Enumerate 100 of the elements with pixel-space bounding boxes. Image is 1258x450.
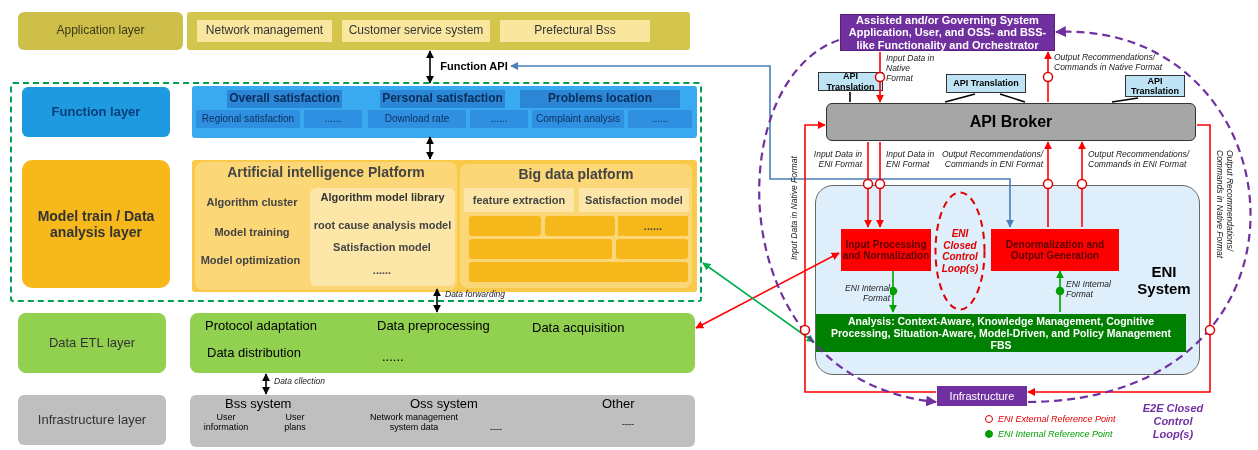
arrow <box>876 51 884 103</box>
arrow <box>426 50 434 84</box>
arrow <box>433 288 441 313</box>
loop-label: E2E Closed Control Loop(s) <box>1141 402 1205 442</box>
panel-title: Artificial intelligence Platform <box>226 165 426 181</box>
platform-panel <box>310 188 455 286</box>
item-text: root cause analysis model <box>312 216 453 234</box>
row-text: Data distribution <box>207 346 301 361</box>
broker-bar: API Broker <box>826 103 1196 141</box>
layer-label: Data ETL layer <box>18 313 166 373</box>
item-text: Satisfaction model <box>322 238 442 256</box>
edge-label: Output Recommendations/ Commands in Native Format <box>1214 150 1234 261</box>
item-text: ...... <box>352 262 412 278</box>
arrow <box>1027 124 1211 396</box>
edge-label: Input Data in Native Format <box>790 155 800 260</box>
legend-text: ENI External Reference Point <box>998 414 1116 424</box>
layer-label: Model train / Data analysis layer <box>22 160 170 288</box>
row-text: ...... <box>382 350 404 365</box>
edge-label: Input Data in ENI Format <box>812 150 862 170</box>
arrow <box>695 252 840 329</box>
row-text: Network management system data <box>368 413 459 433</box>
module-box: Prefectural Bss <box>500 20 650 42</box>
layer-label: Function layer <box>22 87 170 137</box>
arrow <box>1056 270 1064 313</box>
panel-title: ENI System <box>1136 264 1192 297</box>
edge-label: Input Data in Native Format <box>886 54 936 84</box>
item-box: feature extraction <box>464 188 574 212</box>
row-text: Other <box>602 397 635 412</box>
arrow <box>864 141 872 228</box>
item-box: ...... <box>304 110 362 128</box>
item-text: Model training <box>202 222 302 242</box>
layer-panel <box>192 86 697 138</box>
callout-box: API Translation <box>818 72 883 91</box>
edge-label: Data forwarding <box>445 290 506 300</box>
item-box <box>616 239 688 259</box>
leader-line <box>849 91 851 103</box>
panel-title: Algorithm model library <box>319 191 446 204</box>
row-text: Data acquisition <box>532 321 625 336</box>
panel-title: Big data platform <box>517 167 635 183</box>
arrow <box>1044 51 1052 103</box>
edge-label: Data cllection <box>274 377 327 387</box>
item-box: ...... <box>628 110 692 128</box>
platform-panel <box>195 162 457 290</box>
layer-panel <box>190 313 695 373</box>
layer-panel <box>187 12 690 50</box>
item-box <box>545 216 615 236</box>
item-text: Model optimization <box>198 250 303 270</box>
loop-ellipse: ENI Closed Control Loop(s) <box>934 191 986 311</box>
system-box: Assisted and/or Governing System Application, User, and OSS- and BSS-like Functionality and Orchestrator <box>840 14 1055 51</box>
arrow <box>804 121 937 393</box>
row-text: Oss system <box>410 397 478 412</box>
item-box <box>469 262 688 282</box>
row-text: ---- <box>490 425 502 435</box>
interface-label: Function API <box>438 58 510 74</box>
platform-panel <box>460 164 692 288</box>
leader-line <box>999 93 1026 103</box>
arrow <box>702 262 815 343</box>
item-box <box>469 239 612 259</box>
module-box: Customer service system <box>342 20 490 42</box>
leader-line <box>944 93 976 103</box>
layer-panel <box>190 395 695 447</box>
layer-label: Infrastructure layer <box>18 395 166 445</box>
item-box: Satisfaction model <box>579 188 689 212</box>
category-box: Personal satisfaction <box>380 90 505 108</box>
row-text: ---- <box>622 420 634 430</box>
row-text: User information <box>202 413 250 433</box>
arrow <box>1078 141 1086 228</box>
row-text: Data preprocessing <box>377 319 490 334</box>
item-box: ...... <box>470 110 528 128</box>
arrow <box>758 39 938 406</box>
row-text: Bss system <box>225 397 292 412</box>
edge-label: Output Recommendations/ Commands in ENI Format <box>1088 150 1191 170</box>
analysis-box: Analysis: Context-Aware, Knowledge Management, Cognitive Processing, Situation-Aware, Model-Driven, and Policy Management FBS <box>816 314 1186 352</box>
arrow <box>1044 141 1052 228</box>
dash-dot-region <box>10 82 702 302</box>
edge-label: Output Recommendations/ Commands in ENI Format <box>940 150 1043 170</box>
layer-panel <box>192 160 697 292</box>
process-box: Denormalization and Output Generation <box>991 229 1119 271</box>
edge-label: Output Recommendations/ Commands in Native Format <box>1054 53 1164 73</box>
arrow <box>1027 27 1252 404</box>
system-panel <box>815 185 1200 375</box>
item-box: ...... <box>618 216 688 236</box>
row-text: Protocol adaptation <box>205 319 318 334</box>
item-text: Algorithm cluster <box>198 192 306 212</box>
item-box: Regional satisfaction <box>196 110 300 128</box>
module-box: Network management <box>197 20 332 42</box>
layer-label: Application layer <box>18 12 183 50</box>
process-box: Input Processing and Normalization <box>841 229 931 271</box>
arrow <box>889 270 897 313</box>
leader-line <box>1111 97 1139 103</box>
item-box: Download rate <box>368 110 466 128</box>
item-box <box>469 216 541 236</box>
item-box: Complaint analysis <box>532 110 624 128</box>
callout-box: API Translation <box>1125 75 1185 97</box>
arrow <box>876 141 884 228</box>
category-box: Overall satisfaction <box>227 90 342 108</box>
system-box: Infrastructure <box>937 386 1027 406</box>
arrow <box>426 136 434 160</box>
edge-label: Input Data in ENI Format <box>886 150 936 170</box>
arrow <box>510 62 1014 228</box>
